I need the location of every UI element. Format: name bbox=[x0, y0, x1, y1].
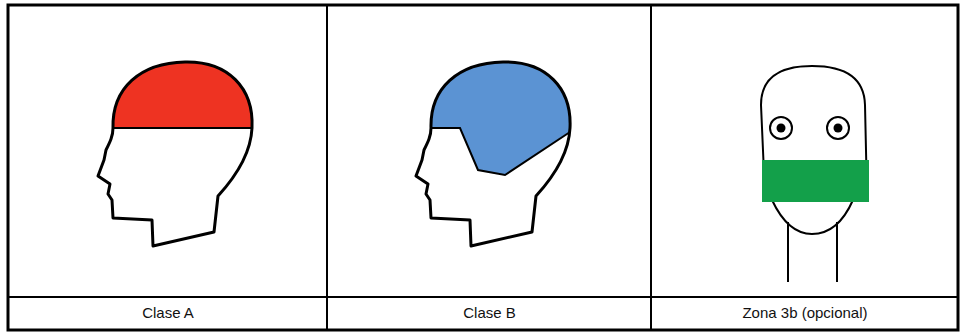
zone-3b-fill bbox=[762, 160, 869, 202]
zone-boundary bbox=[113, 127, 252, 129]
head-profile bbox=[390, 50, 600, 246]
pupil bbox=[834, 124, 843, 133]
jaw-outline bbox=[772, 200, 853, 234]
eye bbox=[770, 117, 792, 139]
row-divider bbox=[8, 296, 958, 298]
column-divider bbox=[326, 5, 328, 330]
head-profile bbox=[80, 50, 280, 246]
pupil bbox=[777, 124, 786, 133]
head-front bbox=[761, 66, 869, 282]
zone-boundary bbox=[431, 128, 570, 175]
cell-label: Clase A bbox=[10, 298, 326, 329]
column-divider bbox=[650, 5, 652, 330]
neck-line bbox=[787, 222, 789, 282]
neck-line bbox=[836, 222, 838, 282]
head-outline bbox=[98, 62, 252, 246]
eye bbox=[827, 117, 849, 139]
table-border bbox=[8, 5, 958, 330]
cell-label: Clase B bbox=[329, 298, 650, 329]
cell-label: Zona 3b (opcional) bbox=[653, 298, 957, 329]
head-outline bbox=[416, 62, 570, 246]
